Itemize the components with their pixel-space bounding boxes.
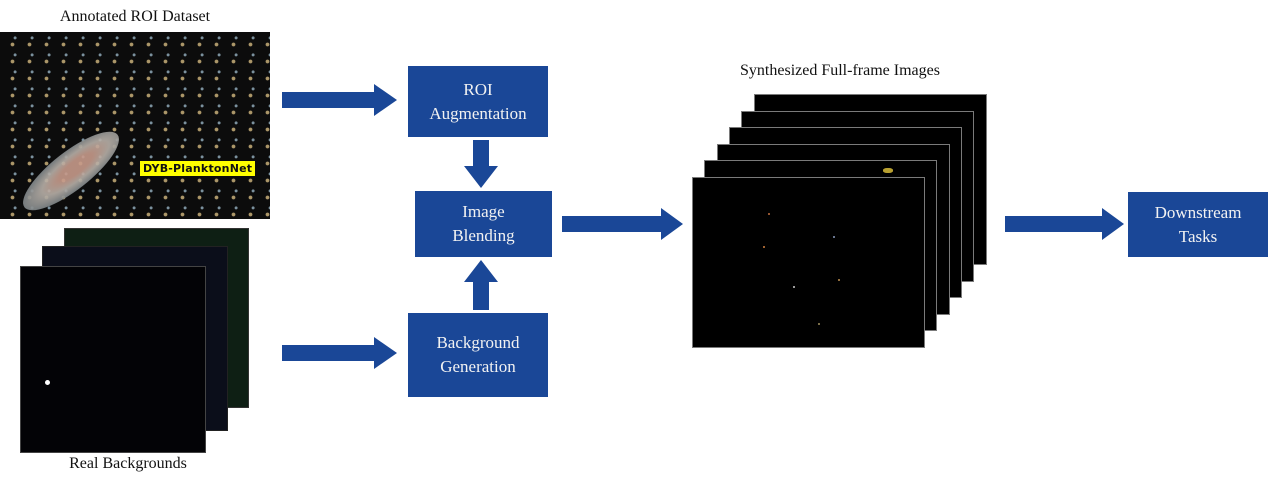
arrow-roi-to-augmentation [282, 84, 397, 116]
plankton-speck [818, 323, 820, 325]
downstream-tasks-box: Downstream Tasks [1128, 192, 1268, 257]
roi-augmentation-line2: Augmentation [429, 103, 527, 123]
image-blending-line2: Blending [452, 226, 515, 245]
arrow-blending-to-synthesized [562, 208, 683, 240]
background-generation-line2: Generation [440, 357, 516, 376]
synthesized-frame-1 [692, 177, 925, 348]
roi-augmentation-line1: ROI [463, 79, 493, 99]
real-backgrounds-title: Real Backgrounds [69, 455, 187, 472]
plankton-speck [833, 236, 835, 238]
arrow-synthesized-to-downstream [1005, 208, 1124, 240]
dataset-name-badge: DYB-PlanktonNet [140, 161, 256, 176]
roi-dataset-image: DYB-PlanktonNet [0, 32, 270, 219]
roi-augmentation-box: ROI Augmentation [408, 66, 548, 137]
roi-dataset-title: Annotated ROI Dataset [59, 8, 211, 25]
synthesized-images-title: Synthesized Full-frame Images [740, 62, 940, 79]
plankton-speck [838, 279, 840, 281]
arrow-augmentation-to-blending [464, 140, 498, 188]
plankton-speck [763, 246, 765, 248]
plankton-speck [768, 213, 770, 215]
background-generation-box: Background Generation [408, 313, 548, 397]
downstream-tasks-line1: Downstream [1154, 202, 1242, 222]
background-generation-line1: Background [436, 333, 520, 352]
background-frame-1 [20, 266, 206, 453]
plankton-speck [793, 286, 795, 288]
plankton-speck [883, 168, 894, 174]
arrow-backgrounds-to-generation [282, 337, 397, 369]
image-blending-box: Image Blending [415, 191, 552, 257]
arrow-generation-to-blending [464, 260, 498, 310]
image-blending-line1: Image [462, 202, 505, 221]
downstream-tasks-line2: Tasks [1178, 226, 1218, 246]
